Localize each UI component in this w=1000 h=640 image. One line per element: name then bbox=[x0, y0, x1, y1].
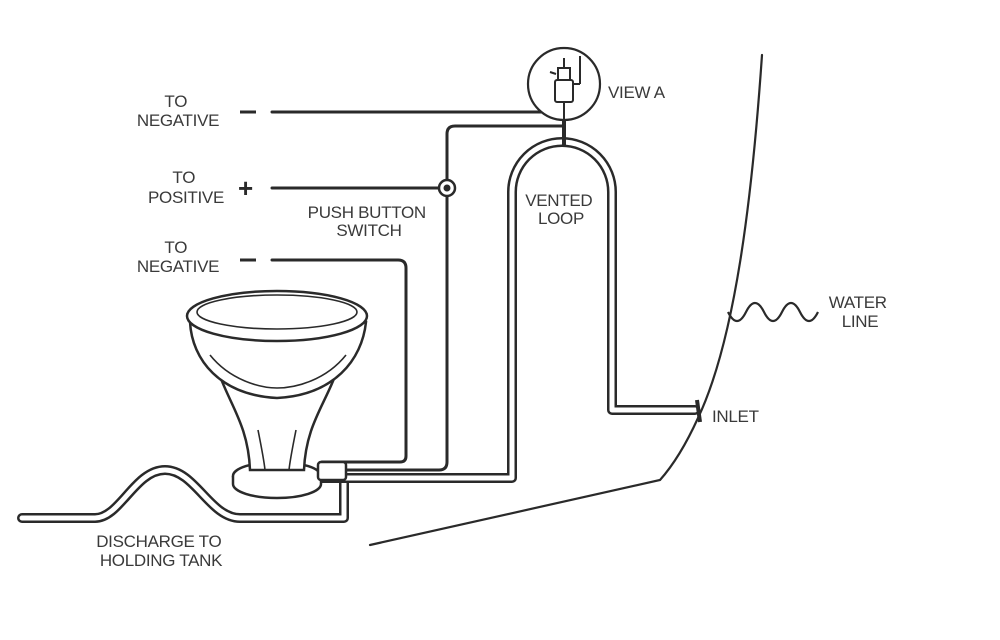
view-a-detail-icon bbox=[526, 46, 602, 122]
label-view-a: VIEW A bbox=[608, 83, 666, 102]
discharge-hose bbox=[17, 465, 349, 523]
push-button-switch-icon bbox=[437, 178, 457, 198]
intake-hose-vented-loop bbox=[317, 137, 700, 483]
water-line-waves bbox=[727, 301, 819, 323]
label-to-negative-top: TO NEGATIVE bbox=[137, 92, 219, 130]
label-push-button-switch: PUSH BUTTON SWITCH bbox=[308, 203, 431, 240]
positive-sign: + bbox=[238, 173, 253, 203]
toilet-icon bbox=[185, 289, 369, 500]
label-to-negative-bottom: TO NEGATIVE bbox=[137, 238, 219, 276]
hull-outline bbox=[368, 53, 764, 547]
inlet-fitting bbox=[695, 399, 702, 423]
label-water-line: WATER LINE bbox=[829, 293, 891, 331]
label-to-positive: TO POSITIVE bbox=[148, 168, 224, 207]
label-inlet: INLET bbox=[712, 407, 759, 426]
wire-negative-bottom bbox=[270, 258, 408, 464]
label-discharge: DISCHARGE TO HOLDING TANK bbox=[96, 532, 226, 570]
label-vented-loop: VENTED LOOP bbox=[525, 191, 597, 228]
wire-switch-to-pump bbox=[328, 124, 564, 472]
